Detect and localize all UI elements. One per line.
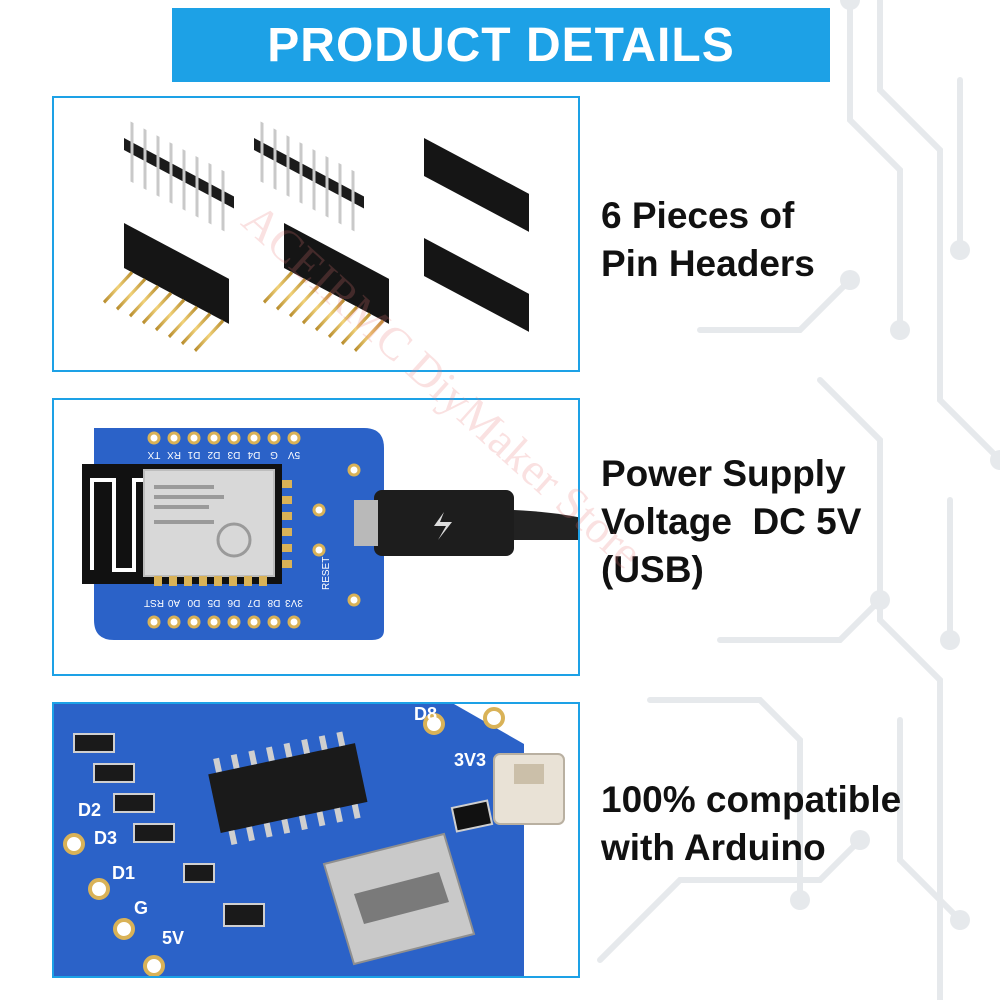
pin-label-bottom: 3V3: [285, 597, 303, 608]
pin-label-top: RX: [167, 449, 181, 460]
male-pin-header: [254, 121, 364, 232]
pin-label-bottom: D0: [187, 597, 200, 608]
title-banner: PRODUCT DETAILS: [172, 8, 830, 82]
male-pin-header: [124, 121, 234, 232]
closeup-label: D1: [112, 863, 135, 883]
pin-label-top: 5V: [288, 449, 301, 460]
female-pin-header: [102, 223, 229, 352]
pin-headers-panel: [52, 96, 580, 372]
female-pin-header: [424, 238, 529, 348]
caption-line: 6 Pieces of: [601, 195, 795, 236]
caption-line: with Arduino: [601, 827, 826, 868]
board-usb-panel: 5V G D4 D3 D2 D1 RX TX 3V3 D8 D7 D6 D5 D…: [52, 398, 580, 676]
pin-label-top: TX: [147, 449, 160, 460]
reset-switch: [493, 753, 565, 825]
pin-label-bottom: D8: [267, 597, 280, 608]
pin-label-bottom: A0: [167, 597, 180, 608]
pin-label-bottom: RST: [144, 597, 164, 608]
caption-pin-headers: 6 Pieces of Pin Headers: [601, 192, 815, 288]
closeup-label: D8: [414, 704, 437, 724]
caption-line: (USB): [601, 549, 704, 590]
ic-chip: [208, 743, 368, 834]
reset-label: RESET: [321, 557, 332, 590]
caption-line: Pin Headers: [601, 243, 815, 284]
lightning-icon: [434, 512, 452, 540]
closeup-label: D2: [78, 800, 101, 820]
board-closeup-panel: D2 D3 D1 G 5V D8 3V3: [52, 702, 580, 978]
female-pin-header: [424, 138, 529, 248]
pin-label-bottom: D7: [247, 597, 260, 608]
pin-label-top: D3: [227, 449, 240, 460]
board-closeup-image: D2 D3 D1 G 5V D8 3V3: [54, 704, 578, 976]
pin-label-bottom: D6: [227, 597, 240, 608]
pin-headers-image: [102, 121, 529, 352]
closeup-label: 3V3: [454, 750, 486, 770]
female-pin-header: [262, 223, 389, 352]
caption-line: 100% compatible: [601, 779, 902, 820]
caption-compatibility: 100% compatible with Arduino: [601, 776, 901, 872]
pin-label-top: D4: [247, 449, 260, 460]
banner-title: PRODUCT DETAILS: [267, 18, 735, 72]
caption-line: Power Supply: [601, 453, 846, 494]
pin-label-top: G: [270, 449, 278, 460]
pin-label-top: D2: [207, 449, 220, 460]
closeup-label: D3: [94, 828, 117, 848]
closeup-label: 5V: [162, 928, 184, 948]
pin-label-bottom: D5: [207, 597, 220, 608]
usb-cable: [514, 510, 578, 540]
caption-power-supply: Power Supply Voltage DC 5V (USB): [601, 450, 861, 594]
caption-line: Voltage DC 5V: [601, 501, 862, 542]
pin-label-top: D1: [187, 449, 200, 460]
board-usb-image: 5V G D4 D3 D2 D1 RX TX 3V3 D8 D7 D6 D5 D…: [82, 428, 578, 640]
closeup-label: G: [134, 898, 148, 918]
